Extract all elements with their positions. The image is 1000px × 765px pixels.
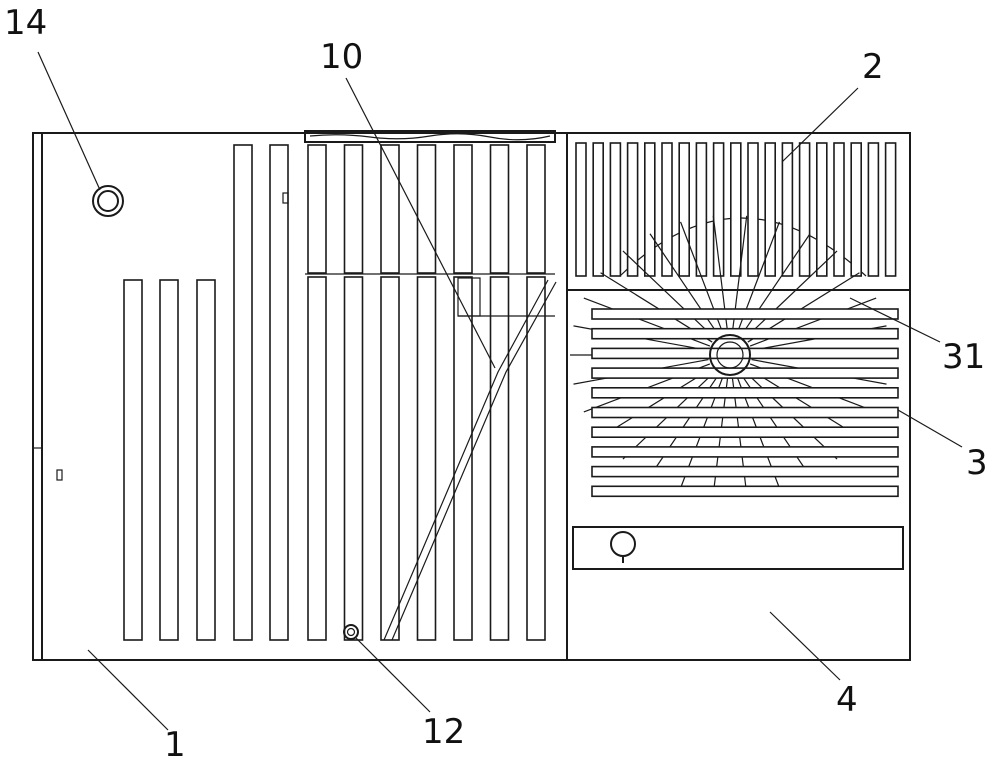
vent-slot — [269, 144, 289, 641]
grille-bar — [591, 308, 899, 320]
grille-slot — [884, 142, 897, 277]
left-vent-slots — [123, 144, 289, 641]
fan-blade — [622, 250, 716, 340]
grille-slot — [575, 142, 587, 277]
callout-14: 14 — [4, 3, 48, 43]
vent-slot-lower — [453, 276, 473, 641]
callout-31: 31 — [942, 337, 986, 377]
grille-slot — [867, 142, 880, 277]
panel-4 — [572, 526, 904, 570]
middle-vent-slots — [307, 144, 546, 641]
callout-2: 2 — [862, 47, 884, 87]
grille-slot — [592, 142, 605, 277]
diagonal-pipe-10 — [383, 277, 557, 641]
grille-slot — [764, 142, 777, 277]
vent-slot-upper — [453, 144, 473, 274]
fan-blade — [747, 367, 860, 438]
vent-slot-upper — [489, 144, 510, 274]
lower-grille-3 — [570, 215, 899, 498]
grille-bar — [591, 485, 899, 498]
grille-slot — [695, 142, 708, 277]
grille-slot — [815, 142, 828, 277]
grille-slot — [609, 142, 622, 277]
housing-1 — [32, 132, 911, 661]
inlet-12 — [343, 624, 359, 640]
vent-slot-lower — [380, 276, 400, 641]
grille-bar — [591, 386, 899, 399]
grille-bar — [591, 327, 899, 340]
top-bar — [304, 130, 556, 143]
grille-slot — [712, 142, 725, 277]
vent-slot-lower — [489, 276, 510, 641]
vent-slot-upper — [307, 144, 327, 274]
grille-slot — [729, 142, 742, 277]
vent-slot-lower — [343, 276, 364, 641]
grille-slot — [781, 142, 794, 277]
grille-bar — [591, 426, 899, 439]
vent-slot — [123, 279, 143, 641]
callout-1: 1 — [164, 725, 186, 765]
vent-slot-lower — [526, 276, 546, 641]
grille-bar — [591, 446, 899, 458]
grille-bar — [591, 347, 899, 360]
fan-blade — [600, 367, 713, 438]
vent-slot-lower — [307, 276, 327, 641]
grille-bar — [591, 465, 899, 478]
grille-slot — [850, 142, 863, 277]
vent-slot-upper — [416, 144, 437, 274]
callout-3: 3 — [966, 443, 988, 483]
vent-slot — [159, 279, 179, 641]
vent-slot — [233, 144, 253, 641]
upper-grille-2 — [567, 142, 910, 291]
callout-10: 10 — [320, 37, 364, 77]
vent-slot-lower — [416, 276, 437, 641]
vent-slot-upper — [380, 144, 400, 274]
grille-slot — [678, 142, 691, 277]
callout-12: 12 — [422, 712, 466, 752]
grille-slot — [747, 142, 759, 277]
callout-4: 4 — [836, 680, 858, 720]
leader-lines — [37, 51, 963, 731]
grille-slot — [833, 142, 845, 277]
grille-slot — [798, 142, 811, 277]
grille-slot — [661, 142, 673, 277]
vent-slot-upper — [343, 144, 364, 274]
grille-bar — [591, 406, 899, 419]
vent-slot — [196, 279, 216, 641]
fan-blade — [744, 250, 838, 340]
grille-slot — [626, 142, 639, 277]
vent-slot-upper — [526, 144, 546, 274]
grille-slot — [643, 142, 656, 277]
port-14 — [92, 185, 124, 217]
